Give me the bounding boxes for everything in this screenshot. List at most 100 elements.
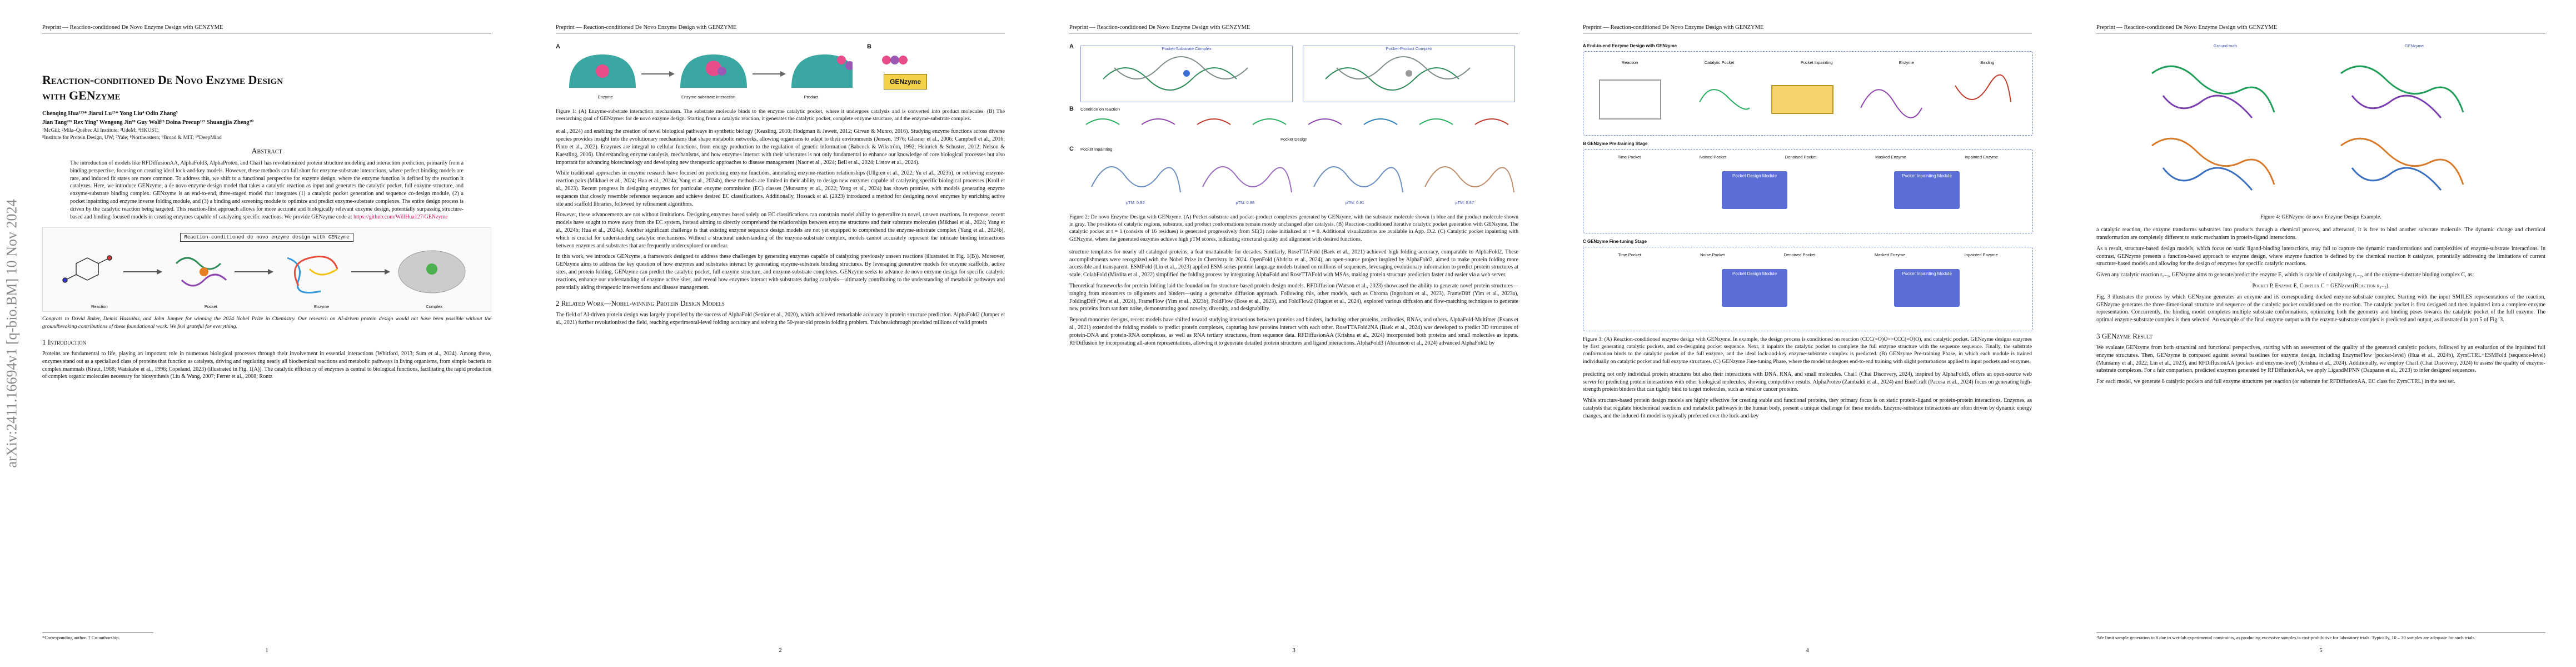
footnote: *Corresponding author. † Co-authorship. [42,633,153,640]
authors-line-2: Jian Tang²³⁶ Rex Ying⁷ Wengong Jin⁸⁹ Guy… [42,119,254,126]
p2-paragraph-2: While traditional approaches in enzyme r… [556,170,1005,207]
pocket-substrate-structure [1103,56,1248,91]
pre-label-3: Denoised Pocket [1785,155,1817,160]
enzyme-structure [287,256,338,294]
iterative-generation-strip [1085,118,1509,125]
label-enzyme: Enzyme [597,94,613,99]
p3-paragraph-3: Beyond monomer designs, recent models ha… [1069,317,1518,346]
fine-label-3: Denoised Pocket [1783,252,1816,257]
ptm-label-3: pTM: 0.91 [1345,200,1364,205]
end-to-end-panel [1583,51,2033,136]
p4-paragraph-1: predicting not only individual protein s… [1583,371,2032,393]
pre-label-4: Masked Enzyme [1875,155,1906,160]
page-number: 1 [265,647,268,654]
fig1-labels: Enzyme Enzyme-substrate interaction Prod… [564,94,853,99]
panel-b-label: B [867,43,871,50]
label-enzyme: Enzyme [314,304,330,310]
label-pocket: Pocket [204,304,217,310]
teaser-caption: Congrats to David Baker, Demis Hassabis,… [42,316,491,330]
p5-paragraph-2: As a result, structure-based design mode… [2096,245,2545,267]
pocket-inpainting-module-ft: Pocket Inpainting Module [1894,269,1960,307]
section-2-heading: 2 Related Work—Nobel-winning Protein Des… [556,299,725,308]
figure-4: Ground truth GENzyme [2096,43,2545,210]
pre-label-2: Noised Pocket [1699,155,1727,160]
footnote: ¹We limit sample generation to 8 due to … [2096,633,2545,640]
p5-paragraph-4: We evaluate GENzyme from both structural… [2096,344,2545,374]
finetuning-labels: Time Pocket Noise Pocket Denoised Pocket… [1588,252,2027,257]
end-to-end-illustration [1599,74,2011,120]
pocket-substrate-title: Pocket-Substrate Complex [1162,46,1212,51]
label-interaction: Enzyme-substrate interaction [681,94,736,99]
genzyme-label: GENzyme [2404,43,2424,48]
label-reaction: Reaction [91,304,108,310]
running-head: Preprint — Reaction-conditioned De Novo … [556,24,1005,33]
p2-paragraph-5: The field of AI-driven protein design wa… [556,312,1005,326]
p3-paragraph-1: structure templates for nearly all catal… [1069,248,1518,278]
fig4-column-labels: Ground truth GENzyme [2130,43,2508,48]
page-number: 4 [1806,647,1809,654]
pocket-inpainting-module: Pocket Inpainting Module [1894,171,1960,209]
panel-a-label: A [556,43,560,50]
teaser-figure: Reaction-conditioned de novo enzyme desi… [42,227,491,312]
figure-1: A Enzyme Enzyme-substrate interaction Pr… [556,43,1005,104]
reaction-molecule [62,255,112,283]
p3-paragraph-2: Theoretical frameworks for protein foldi… [1069,283,1518,312]
stage-pocket: Catalytic Pocket [1704,60,1735,65]
p2-paragraph-1: et al., 2024) and enabling the creation … [556,128,1005,166]
figure-4-caption: Figure 4: GENzyme de novo Enzyme Design … [2260,214,2381,220]
arxiv-stamp-text: arXiv:2411.16694v1 [q-bio.BM] 10 Nov 202… [3,199,19,468]
pre-label-1: Time Pocket [1617,155,1641,160]
affiliations: ¹McGill; ²Mila–Québec AI Institute; ³Ude… [42,127,491,142]
end-to-end-stages: Reaction Catalytic Pocket Pocket Inpaint… [1588,60,2027,65]
section-3-heading: 3 GENzyme Result [2096,331,2153,340]
ground-truth-label: Ground truth [2213,43,2238,48]
p5-formula-intro: Given any catalytic reaction r₁₋₂, GENzy… [2096,272,2474,278]
panel-c-label: C [1069,146,1074,152]
fig3b-title: B GENzyme Pre-training Stage [1583,141,1648,146]
pocket-structure [175,257,227,287]
abstract-heading: Abstract [251,147,282,156]
ptm-label-4: pTM: 0.87 [1455,200,1474,205]
title-line-2: with GENzyme [42,88,121,102]
page-number: 2 [779,647,782,654]
page-2: Preprint — Reaction-conditioned De Novo … [536,0,1025,667]
figure-1-caption: Figure 1: (A) Enzyme-substrate interacti… [556,108,1005,122]
fine-label-4: Masked Enzyme [1874,252,1906,257]
pocket-product-title: Pocket-Product Complex [1386,46,1432,51]
stage-binding: Binding [1980,60,1995,65]
page-5: Preprint — Reaction-conditioned De Novo … [2076,0,2565,667]
arxiv-stamp: arXiv:2411.16694v1 [q-bio.BM] 10 Nov 202… [3,111,20,556]
p2-paragraph-3: However, these advancements are not with… [556,212,1005,249]
page-number: 3 [1292,647,1296,654]
pocket-inpainting-label: Pocket Inpainting [1080,147,1113,152]
code-link[interactable]: https://github.com/WillHua127/GENzyme [353,213,448,220]
finetuning-panel [1583,247,2033,331]
panel-a-label: A [1069,43,1074,50]
running-head: Preprint — Reaction-conditioned De Novo … [1583,24,2032,33]
running-head: Preprint — Reaction-conditioned De Novo … [1069,24,1518,33]
protein-structures [2151,65,2464,191]
title-line-1: Reaction-conditioned De Novo Enzyme Desi… [42,73,283,87]
page-3: Preprint — Reaction-conditioned De Novo … [1049,0,1538,667]
genzyme-box: GENzyme [884,74,928,89]
figure-3-caption: Figure 3: (A) Reaction-conditioned enzym… [1583,336,2032,365]
page-4: Preprint — Reaction-conditioned De Novo … [1563,0,2052,667]
label-complex: Complex [426,304,442,310]
panel-b-label: B [1069,106,1074,112]
teaser-labels: Reaction Pocket Enzyme Complex [43,304,491,309]
fig3c-title: C GENzyme Fine-tuning Stage [1583,239,1647,244]
fig3a-title: A End-to-end Enzyme Design with GENzyme [1583,43,1677,48]
page-number: 5 [2319,647,2323,654]
condition-label: Condition on reaction [1080,107,1120,112]
ptm-label-2: pTM: 0.88 [1235,200,1255,205]
inpainted-enzymes-strip [1091,166,1514,193]
pre-label-5: Inpainted Enzyme [1965,155,1999,160]
pocket-design-module-ft: Pocket Design Module [1722,269,1787,307]
teaser-illustration [62,250,466,294]
fine-label-5: Inpainted Enzyme [1964,252,1998,257]
figure-2-caption: Figure 2: De novo Enzyme Design with GEN… [1069,214,1518,242]
abstract-text: The introduction of models like RFDiffus… [70,160,464,220]
stage-reaction: Reaction [1621,60,1638,65]
authors: Chenqing Hua¹²³* Jiarui Lu²³* Yong Liu⁴ … [42,109,491,127]
pocket-substrate-panel: Pocket-Substrate Complex [1080,46,1293,102]
